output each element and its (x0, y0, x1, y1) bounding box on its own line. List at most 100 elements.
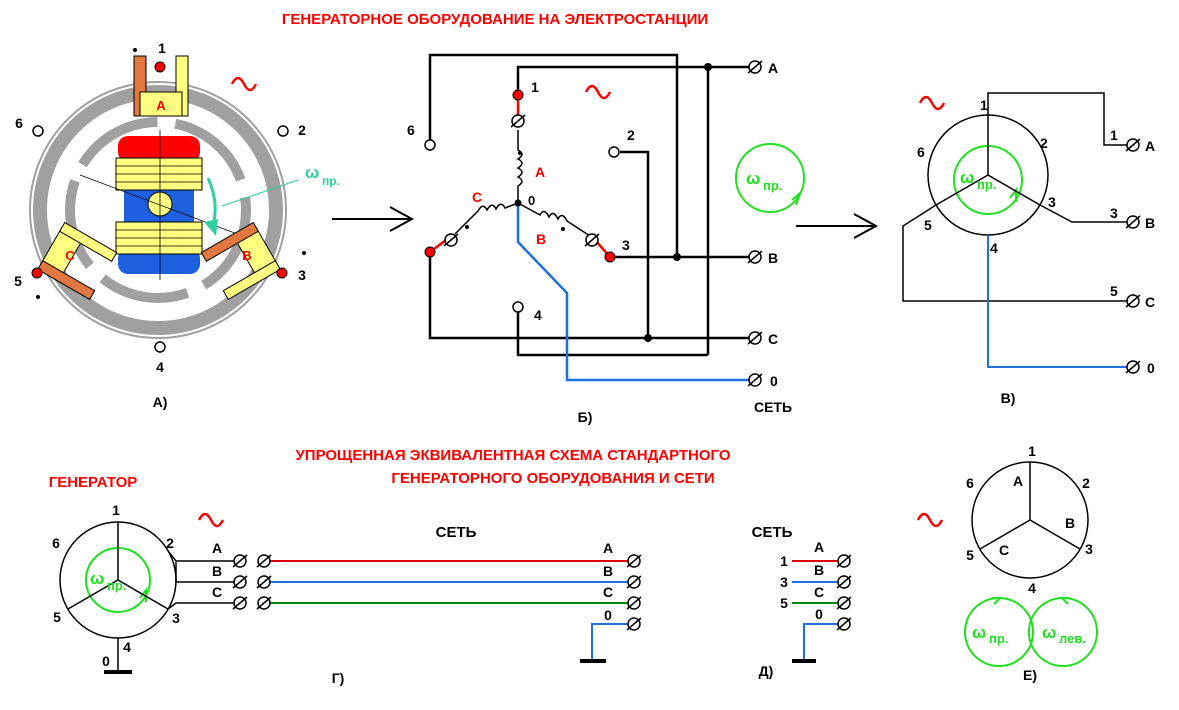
svg-text:В: В (814, 562, 824, 578)
svg-text:0: 0 (604, 607, 612, 623)
subtitle-line-2: ГЕНЕРАТОРНОГО ОБОРУДОВАНИЯ И СЕТИ (391, 470, 714, 487)
svg-text:4: 4 (123, 639, 131, 655)
svg-text:6: 6 (966, 475, 974, 491)
panel-b-terminals (424, 60, 763, 387)
panel-b-network: СЕТЬ (754, 399, 792, 415)
svg-text:пр.: пр. (989, 631, 1008, 646)
svg-text:С: С (768, 331, 778, 347)
svg-text:А: А (1145, 138, 1155, 154)
svg-text:А: А (1013, 473, 1023, 489)
panel-g-terminals (232, 554, 642, 631)
svg-text:ω: ω (1042, 623, 1056, 642)
panel-c-labels: 1 2 3 4 5 6 1 3 5 А В С 0 ω пр. В) (917, 97, 1155, 406)
svg-text:3: 3 (780, 574, 788, 590)
svg-text:2: 2 (1082, 475, 1090, 491)
svg-text:С: С (1145, 294, 1155, 310)
svg-text:3: 3 (1048, 194, 1056, 210)
omega-right-circle: ω пр. (735, 143, 805, 213)
svg-text:ω: ω (960, 168, 974, 187)
panel-a-t5: 5 (14, 273, 22, 289)
svg-text:лев.: лев. (1059, 631, 1086, 646)
svg-text:3: 3 (1110, 205, 1118, 221)
svg-text:А: А (768, 60, 778, 76)
svg-text:3: 3 (172, 610, 180, 626)
svg-text:2: 2 (627, 127, 635, 143)
svg-text:С: С (603, 584, 613, 600)
arrow-b-to-c (796, 213, 879, 239)
svg-text:С: С (814, 584, 824, 600)
panel-a-label: А) (153, 394, 168, 410)
svg-text:5: 5 (966, 547, 974, 563)
svg-text:0: 0 (528, 193, 535, 208)
svg-text:1: 1 (1110, 127, 1118, 143)
svg-text:А: А (212, 540, 222, 556)
panel-g-network: СЕТЬ (436, 524, 477, 541)
svg-text:4: 4 (1028, 580, 1036, 596)
panel-a-omega-sub: пр. (322, 174, 340, 188)
panel-a-t3: 3 (298, 267, 306, 283)
svg-text:В: В (1145, 215, 1155, 231)
subtitle-line-1: УПРОЩЕННАЯ ЭКВИВАЛЕНТНАЯ СХЕМА СТАНДАРТН… (295, 447, 730, 464)
svg-text:6: 6 (917, 144, 925, 160)
svg-text:0: 0 (1147, 360, 1155, 376)
svg-text:В: В (536, 231, 546, 247)
panel-g-scheme (59, 521, 628, 674)
panel-c-wye (902, 92, 1127, 368)
generator-label: ГЕНЕРАТОР (49, 474, 138, 491)
arrow-a-to-b (332, 206, 415, 232)
svg-text:1: 1 (980, 97, 988, 113)
svg-text:С: С (472, 189, 482, 205)
svg-text:ω: ω (746, 169, 760, 188)
svg-text:5: 5 (1110, 283, 1118, 299)
svg-text:ω: ω (972, 623, 986, 642)
panel-a-t6: 6 (15, 115, 23, 131)
panel-b-label: Б) (578, 409, 593, 425)
svg-text:В: В (603, 563, 613, 579)
svg-text:С: С (999, 542, 1009, 558)
svg-text:В: В (212, 563, 222, 579)
svg-text:С: С (212, 584, 222, 600)
svg-text:5: 5 (924, 217, 932, 233)
panel-c-label: В) (1001, 390, 1016, 406)
panel-e-label: Е) (1023, 667, 1037, 683)
svg-text:0: 0 (102, 653, 110, 669)
svg-text:1: 1 (1028, 443, 1036, 459)
svg-text:А: А (603, 540, 613, 556)
panel-b-labels: 1 2 3 4 6 0 А С В А В С 0 СЕТЬ Б) (407, 60, 792, 425)
panel-d-network-title: СЕТЬ (752, 524, 793, 541)
svg-text:6: 6 (52, 535, 60, 551)
svg-text:1: 1 (780, 553, 788, 569)
svg-text:В: В (768, 250, 778, 266)
svg-text:пр.: пр. (763, 178, 782, 193)
main-title: ГЕНЕРАТОРНОЕ ОБОРУДОВАНИЕ НА ЭЛЕКТРОСТАН… (282, 11, 708, 28)
svg-text:6: 6 (407, 122, 415, 138)
panel-e-labels: 1 2 3 4 5 6 А В С ω пр. ω лев. Е) (966, 443, 1093, 683)
panel-e-wye (964, 461, 1098, 667)
svg-text:1: 1 (112, 502, 120, 518)
panel-g-label: Г) (332, 670, 345, 686)
svg-text:0: 0 (815, 606, 823, 622)
panel-a-generator-section: А С В 1 2 3 4 5 6 ω пр. А) (14, 40, 340, 410)
svg-text:3: 3 (1085, 541, 1093, 557)
svg-text:2: 2 (1040, 135, 1048, 151)
panel-d-label: Д) (759, 663, 774, 679)
panel-b-star-wiring (428, 53, 750, 382)
panel-a-omega: ω (305, 163, 319, 182)
svg-text:В: В (1065, 515, 1075, 531)
svg-text:ω: ω (90, 569, 104, 588)
panel-d-network: СЕТЬ 1 3 5 А В С 0 Д) (752, 524, 852, 679)
svg-text:пр.: пр. (107, 578, 126, 593)
svg-text:5: 5 (780, 595, 788, 611)
svg-text:1: 1 (531, 79, 539, 95)
svg-text:А: А (535, 164, 545, 180)
panel-a-t2: 2 (298, 122, 306, 138)
coil-b-label: В (242, 248, 251, 263)
svg-text:пр.: пр. (977, 177, 996, 192)
svg-text:4: 4 (990, 240, 998, 256)
coil-c-label: С (65, 248, 75, 263)
svg-text:4: 4 (534, 307, 542, 323)
svg-text:А: А (814, 539, 824, 555)
coil-a-label: А (156, 98, 166, 113)
